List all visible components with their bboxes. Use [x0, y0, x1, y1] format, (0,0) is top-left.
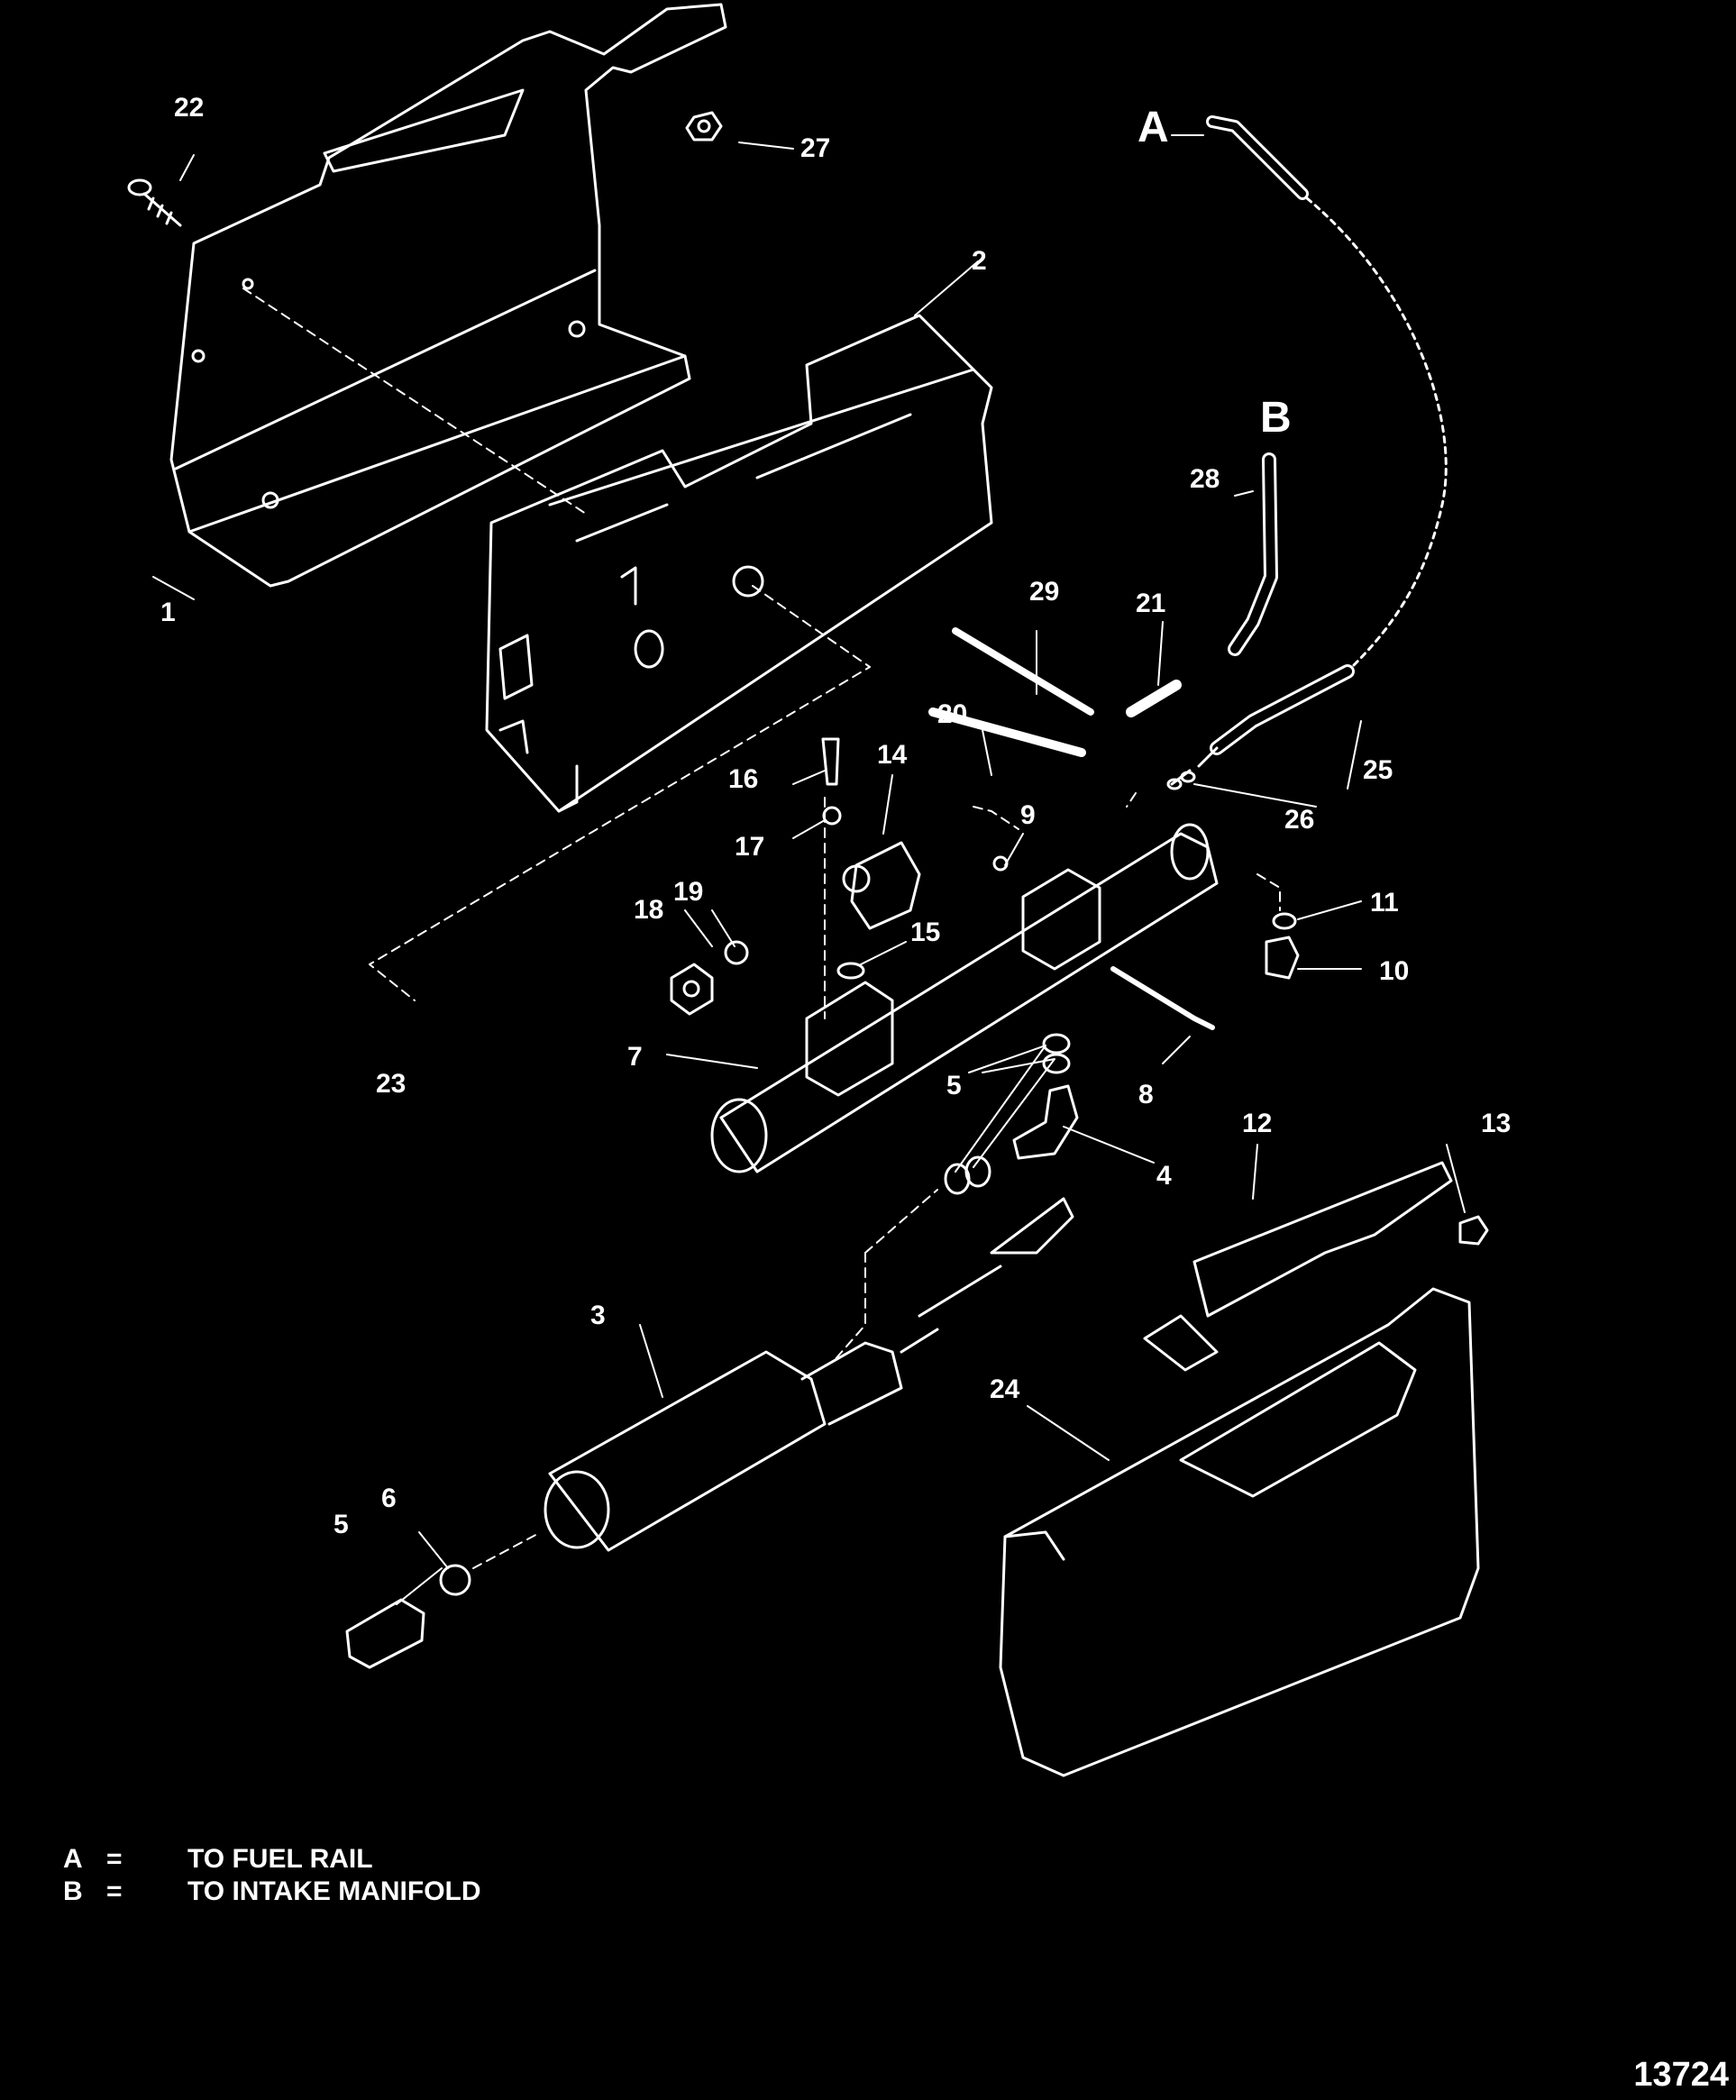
legend-text: TO FUEL RAIL [187, 1844, 373, 1874]
rod-part-30 [952, 627, 1094, 716]
fuel-line-part-26 [1170, 115, 1448, 786]
callout-2: 2 [972, 246, 987, 276]
callout-29: 28 [1190, 464, 1220, 494]
legend-row-b: B = TO INTAKE MANIFOLD [63, 1876, 481, 1908]
legend: A = TO FUEL RAIL B = TO INTAKE MANIFOLD [63, 1843, 481, 1908]
legend-row-a: A = TO FUEL RAIL [63, 1843, 481, 1876]
callout-25: 24 [990, 1374, 1020, 1404]
callout-11: 10 [1379, 956, 1410, 986]
callout-4: 4 [1156, 1161, 1172, 1191]
pressure-regulator-part-15 [842, 841, 921, 930]
callout-9: 8 [1138, 1080, 1154, 1109]
legend-key: B [63, 1876, 83, 1906]
washer-part-20 [724, 940, 749, 965]
callout-14: 13 [1481, 1109, 1512, 1138]
connection-letter-b: B [1260, 394, 1292, 442]
fuel-pump-part-3 [544, 1197, 1074, 1552]
callout-19: 18 [634, 895, 664, 925]
fitting-part-11 [1265, 936, 1300, 980]
hose-part-29 [1228, 452, 1278, 656]
valve-part-9 [1110, 966, 1215, 1030]
screw-part-23 [127, 178, 182, 227]
callout-17: 16 [728, 764, 759, 794]
callout-13: 12 [1242, 1109, 1273, 1138]
callout-3: 3 [590, 1301, 606, 1330]
callout-26: 25 [1363, 755, 1393, 785]
cap-part-10 [992, 855, 1009, 872]
callout-8: 7 [627, 1042, 643, 1072]
screw-part-17 [821, 737, 840, 786]
connection-letter-a: A [1138, 104, 1169, 151]
callout-30: 29 [1029, 577, 1060, 607]
bracket-part-13 [1143, 1161, 1453, 1372]
fitting-part-22 [1126, 680, 1182, 717]
callout-15: 14 [877, 740, 908, 770]
bolt-part-19 [670, 963, 714, 1016]
tank-part-25 [999, 1287, 1480, 1777]
fitting-part-6 [345, 1598, 425, 1669]
mounting-bracket-part-1 [169, 3, 727, 588]
rod-part-21 [928, 708, 1086, 757]
fuel-rail-part-8 [710, 823, 1219, 1173]
o-ring-part-27a [1166, 778, 1183, 790]
legend-text: TO INTAKE MANIFOLD [187, 1876, 481, 1906]
o-ring-part-16 [836, 962, 865, 980]
o-ring-part-5d [964, 1155, 991, 1188]
callout-21: 20 [937, 699, 968, 729]
callout-23: 22 [174, 93, 205, 123]
callout-10: 9 [1020, 800, 1036, 830]
callout-20: 19 [673, 877, 704, 907]
callout-1: 1 [160, 598, 176, 627]
bracket-part-2 [485, 314, 993, 813]
o-ring-part-5a [1042, 1033, 1071, 1055]
callout-22: 21 [1136, 589, 1166, 618]
callout-6: 5 [333, 1510, 349, 1539]
callout-27: 26 [1284, 805, 1315, 835]
figure-number: 13724 [1633, 2056, 1729, 2094]
washer-part-18 [822, 806, 842, 826]
callout-12: 11 [1370, 888, 1399, 918]
elbow-fitting-part-4 [1012, 1084, 1079, 1160]
legend-separator: = [106, 1876, 123, 1906]
leader-lines [152, 134, 1466, 1605]
washer-part-7 [439, 1564, 471, 1596]
o-ring-part-27b [1180, 771, 1196, 783]
callout-16: 15 [910, 918, 941, 947]
nut-part-28 [685, 111, 723, 142]
o-ring-part-12 [1272, 912, 1297, 930]
legend-key: A [63, 1844, 83, 1874]
alignment-lines [242, 288, 1281, 1569]
legend-separator: = [106, 1844, 123, 1874]
nut-part-14 [1458, 1215, 1489, 1246]
callout-5: 5 [946, 1071, 962, 1100]
callout-18: 17 [735, 832, 765, 862]
callout-24: 23 [376, 1069, 407, 1099]
o-ring-part-5b [1042, 1053, 1071, 1074]
callout-28: 27 [800, 133, 831, 163]
callout-7: 6 [381, 1484, 397, 1513]
